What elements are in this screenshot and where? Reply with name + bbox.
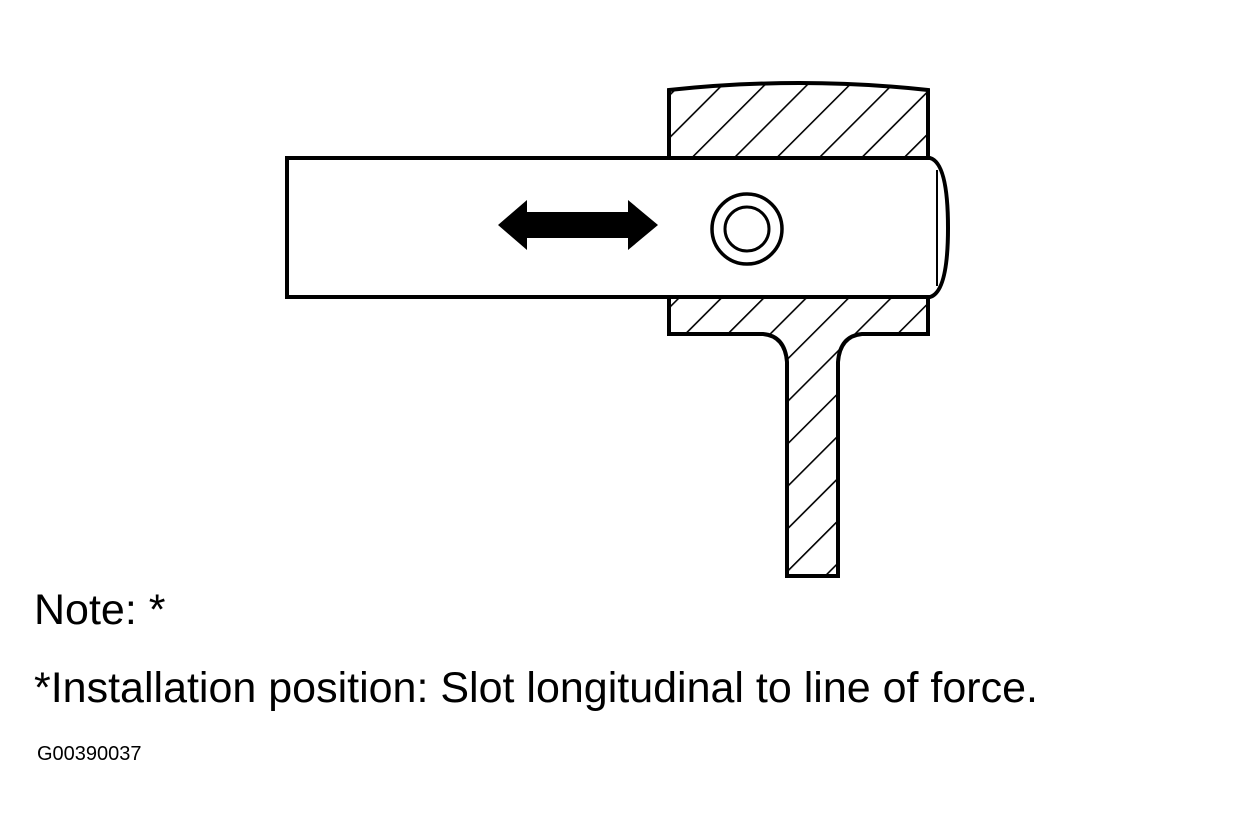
bolt-shank-icon (723, 205, 771, 253)
bracket-upper-section (667, 81, 930, 165)
figure-id: G00390037 (37, 743, 142, 765)
installation-instruction: *Installation position: Slot longitudina… (34, 664, 1038, 712)
double-arrow-icon (498, 200, 658, 250)
bracket-lower-section (667, 292, 930, 578)
note-label: Note: * (34, 586, 166, 634)
installation-diagram (285, 81, 951, 578)
